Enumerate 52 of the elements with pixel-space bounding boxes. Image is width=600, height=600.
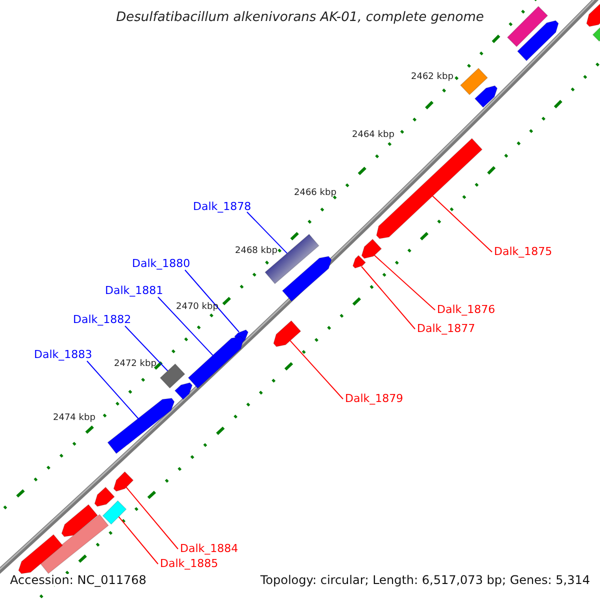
leader-line (86, 360, 139, 419)
gene-bar (102, 500, 127, 525)
footer-text: Accession: NC_011768 (10, 574, 146, 586)
gene-label: Dalk_1880 (132, 258, 190, 269)
gene-label: Dalk_1878 (193, 201, 252, 212)
gene-label: Dalk_1879 (345, 393, 404, 404)
scale-label: 2464 kbp (352, 131, 394, 140)
gene-block (107, 398, 175, 454)
leader-line (158, 296, 214, 356)
gene-bar (160, 363, 186, 389)
gene-block (18, 534, 64, 574)
gene-block (113, 471, 134, 492)
gene-label: Dalk_1877 (417, 323, 476, 334)
scale-label: 2466 kbp (294, 189, 336, 198)
gene-bar (460, 68, 488, 96)
gene-block (361, 238, 382, 259)
title: Desulfatibacillum alkenivorans AK-01, complete genome (116, 11, 484, 24)
scale-label: 2474 kbp (53, 414, 96, 423)
gene-bar (506, 6, 548, 48)
gene-label: Dalk_1885 (160, 558, 218, 569)
gene-label: Dalk_1882 (73, 314, 132, 325)
scale-label: 2468 kbp (235, 247, 278, 256)
leader-line (126, 486, 178, 550)
gene-block (61, 504, 98, 538)
leader-line (246, 212, 288, 254)
leader-line (184, 270, 240, 332)
gene-block (273, 320, 302, 348)
gene-block (188, 336, 244, 389)
gene-label: Dalk_1875 (494, 246, 552, 257)
gene-block (376, 138, 483, 240)
gene-bar (39, 514, 109, 574)
leader-line (124, 326, 168, 372)
gene-label: Dalk_1884 (180, 543, 238, 554)
scale-label: 2472 kbp (114, 360, 156, 369)
leader-line (118, 516, 158, 564)
gene-label: Dalk_1881 (105, 285, 164, 296)
gene-label: Dalk_1876 (437, 304, 496, 315)
scale-label: 2462 kbp (411, 73, 454, 82)
gene-block (174, 382, 193, 400)
leader-line (374, 254, 436, 310)
gene-block (94, 486, 115, 507)
leader-line (432, 196, 492, 252)
gene-block (282, 256, 332, 302)
gene-block (474, 85, 498, 108)
gene-label: Dalk_1883 (34, 349, 92, 360)
gene-block (516, 20, 559, 62)
leader-line (290, 340, 344, 400)
footer-text: Topology: circular; Length: 6,517,073 bp; Genes: 5,314 (260, 574, 590, 586)
gene-block (352, 254, 366, 269)
scale-label: 2470 kbp (176, 303, 218, 312)
leader-line (361, 266, 416, 330)
gene-block (586, 2, 600, 27)
